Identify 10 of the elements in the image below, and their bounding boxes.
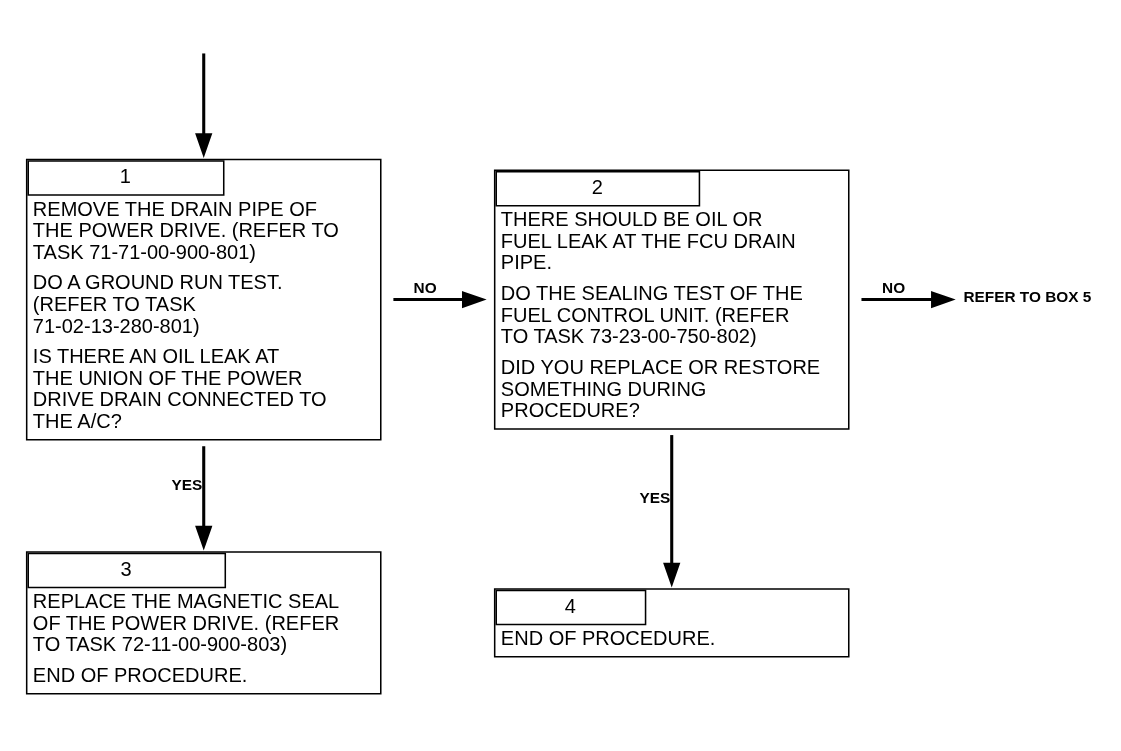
- edge-label: YES: [639, 488, 671, 506]
- arrow: [663, 434, 681, 587]
- arrow: [195, 52, 213, 158]
- edge-label: NO: [882, 278, 906, 296]
- edge-label: NO: [413, 278, 437, 296]
- edge-label: YES: [171, 475, 203, 493]
- arrow: [195, 445, 213, 550]
- node-text: REFER TO BOX 5: [963, 287, 1092, 305]
- arrow: [393, 290, 487, 308]
- arrow: [861, 290, 956, 308]
